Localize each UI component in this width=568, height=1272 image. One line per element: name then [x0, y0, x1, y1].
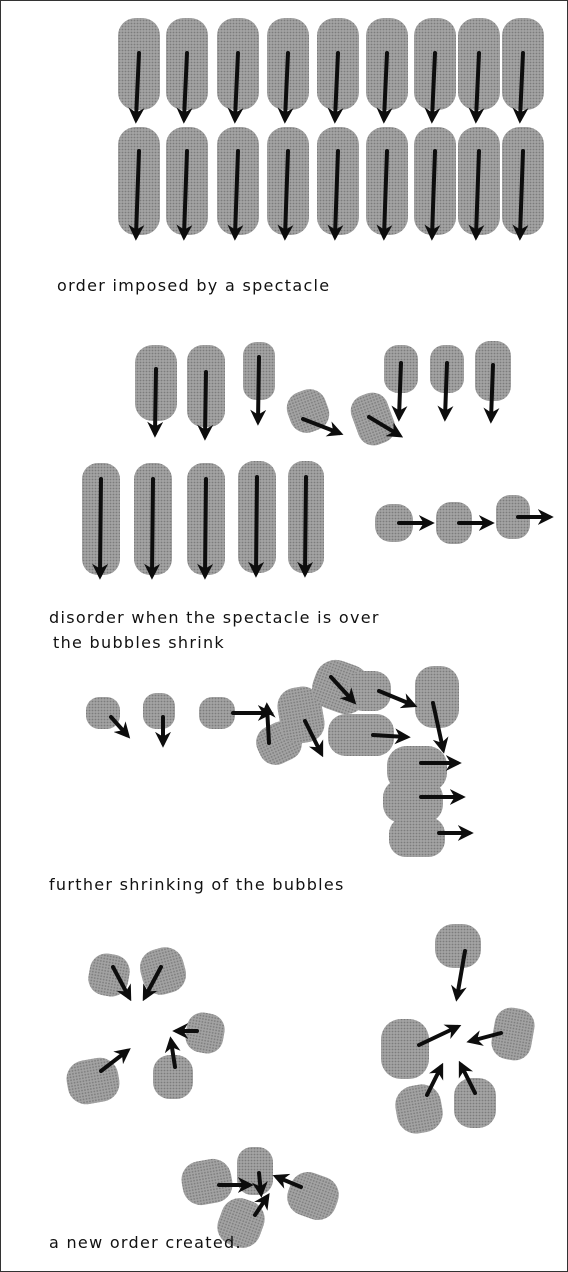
bubble-new-order-12 — [179, 1156, 236, 1208]
arrow-disorder-small-1 — [399, 363, 401, 417]
bubble-shrink-2 — [143, 693, 175, 729]
arrow-disorder-top-1 — [155, 369, 156, 433]
bubble-new-order-11 — [237, 1147, 273, 1195]
arrow-disorder-bottom-4 — [256, 477, 257, 573]
bubble-shrink-3 — [199, 697, 235, 729]
caption-further-shrinking: further shrinking of the bubbles — [49, 875, 345, 894]
arrow-disorder-small-2 — [445, 363, 447, 417]
caption-bubbles-shrink: the bubbles shrink — [53, 633, 225, 652]
bubble-new-order-9 — [392, 1081, 446, 1136]
arrow-disorder-bottom-5 — [305, 477, 306, 573]
arrow-disorder-top-3 — [258, 357, 259, 421]
arrow-disorder-bottom-1 — [100, 479, 101, 575]
bubble-new-order-6 — [435, 924, 481, 968]
arrow-new-order-11 — [259, 1173, 261, 1193]
bubble-shrink-7 — [347, 671, 391, 711]
arrow-disorder-top-2 — [205, 372, 206, 436]
caption-disorder: disorder when the spectacle is over — [49, 608, 380, 627]
arrow-disorder-bottom-2 — [152, 479, 153, 575]
arrow-shrink-4 — [267, 707, 269, 743]
bubble-new-order-10 — [454, 1078, 496, 1128]
arrow-disorder-small-3 — [491, 365, 493, 419]
bubble-new-order-13 — [282, 1167, 344, 1225]
bubble-shrink-11 — [383, 779, 443, 823]
bubble-shrink-12 — [389, 817, 445, 857]
arrow-disorder-bottom-3 — [205, 479, 206, 575]
bubble-new-order-8 — [381, 1019, 429, 1079]
caption-order: order imposed by a spectacle — [57, 276, 330, 295]
bubble-new-order-2 — [136, 943, 190, 999]
caption-new-order: a new order created. — [49, 1233, 242, 1252]
arrow-shrink-8 — [373, 735, 406, 737]
